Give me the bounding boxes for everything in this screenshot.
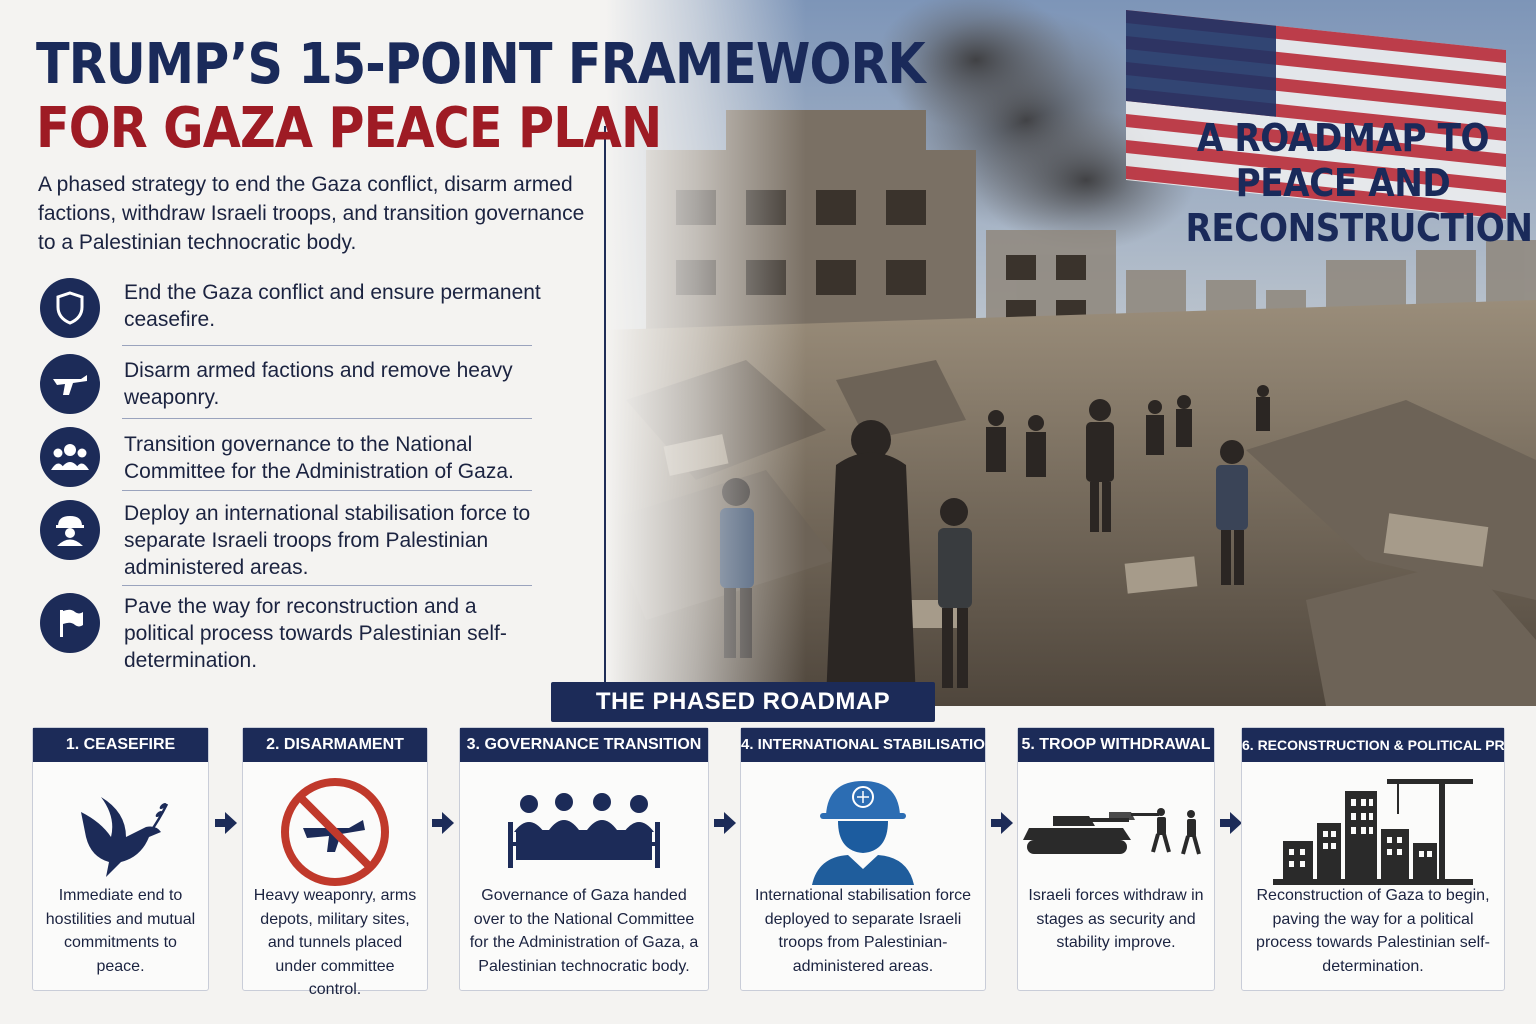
phase-description: Governance of Gaza handed over to the Na… [469,887,699,975]
phase-description: International stabilisation force deploy… [754,887,972,975]
point-separator [122,490,532,491]
rifle-icon [40,354,100,414]
hero-photo [606,0,1536,706]
phase-card-ceasefire: 1. CEASEFIRE Immediate end to hostilitie… [32,727,209,991]
arrow-right-icon [432,812,454,834]
photo-fade [606,0,806,706]
point-text: Disarm armed factions and remove heavy w… [124,359,513,409]
phase-label: 5. TROOP WITHDRAWAL [1018,728,1214,762]
phase-label: 1. CEASEFIRE [33,728,208,762]
crane-city-icon [1242,772,1504,892]
phase-description: Immediate end to hostilities and mutual … [45,887,196,975]
soldier-icon [40,500,100,560]
point-text: Deploy an international stabilisation fo… [124,502,531,579]
point-separator [122,585,532,586]
phase-label: 4. INTERNATIONAL STABILISATION [741,728,985,762]
title-line-2: FOR GAZA PEACE PLAN [36,96,662,161]
phase-description: Heavy weaponry, arms depots, military si… [253,887,417,998]
phase-card-disarmament: 2. DISARMAMENT Heavy weaponry, arms depo… [242,727,428,998]
intro-text: A phased strategy to end the Gaza confli… [38,173,585,254]
shield-icon [40,278,100,338]
phase-card-troop-withdrawal: 5. TROOP WITHDRAWAL Israeli forces withd… [1017,727,1215,991]
arrow-right-icon [1220,812,1242,834]
phase-card-governance-transition: 3. GOVERNANCE TRANSITION Governance of G… [459,727,709,991]
phase-card-reconstruction: 6. RECONSTRUCTION & POLITICAL PROCESS [1241,727,1505,991]
divider-line [604,126,606,706]
phase-label: 6. RECONSTRUCTION & POLITICAL PROCESS [1242,728,1504,762]
no-weapons-icon [243,772,427,892]
dove-icon [33,772,208,892]
committee-table-icon [460,772,708,892]
point-separator [122,345,532,346]
phase-label: 3. GOVERNANCE TRANSITION [460,728,708,762]
people-icon [40,427,100,487]
phase-label: 2. DISARMAMENT [243,728,427,762]
flag-icon [40,593,100,653]
phase-card-international-stabilisation: 4. INTERNATIONAL STABILISATION Internati… [740,727,986,991]
un-peacekeeper-icon [741,772,985,892]
arrow-right-icon [991,812,1013,834]
phased-roadmap-title: THE PHASED ROADMAP [551,682,935,722]
roadmap-overlay-title: A ROADMAP TO PEACE AND RECONSTRUCTION [1185,116,1534,250]
point-text: Pave the way for reconstruction and a po… [124,595,507,672]
arrow-right-icon [215,812,237,834]
point-text: Transition governance to the National Co… [124,433,514,483]
point-text: End the Gaza conflict and ensure permane… [124,281,541,331]
phase-description: Reconstruction of Gaza to begin, paving … [1256,887,1490,975]
point-separator [122,418,532,419]
tank-soldiers-icon [1018,772,1214,892]
phase-description: Israeli forces withdraw in stages as sec… [1028,887,1204,951]
arrow-right-icon [714,812,736,834]
title-line-1: TRUMP’S 15-POINT FRAMEWORK [36,32,926,97]
us-flag [1126,10,1506,220]
